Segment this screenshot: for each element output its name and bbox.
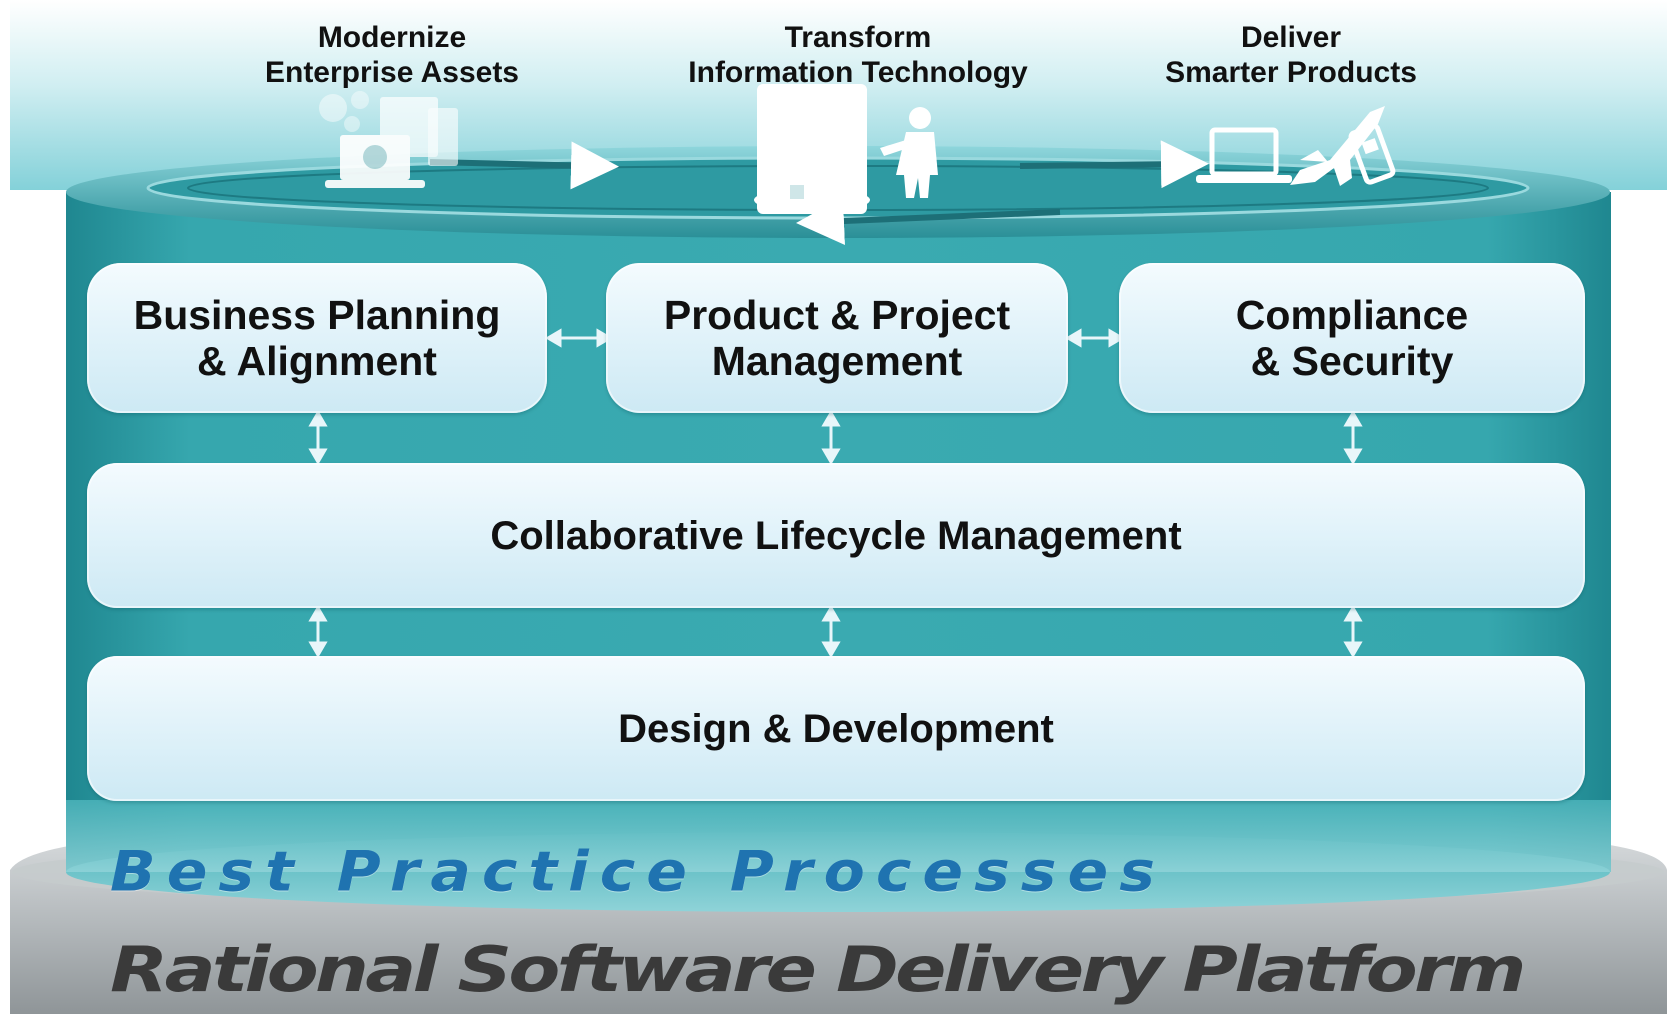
compliance-security-line1: Compliance: [1235, 292, 1469, 338]
platform-label: Rational Software Delivery Platform: [110, 933, 1526, 1006]
goal-modernize-line2: Enterprise Assets: [264, 56, 519, 89]
goal-modernize-line1: Modernize: [317, 21, 467, 54]
rim-flow-arrow-3: [796, 197, 1061, 245]
business-planning-line2: & Alignment: [197, 338, 437, 384]
clm-box: Collaborative Lifecycle Management: [87, 463, 1585, 608]
compliance-security-box: Compliance & Security: [1119, 263, 1585, 413]
goal-deliver-line1: Deliver: [1240, 21, 1342, 54]
product-project-line1: Product & Project: [663, 292, 1011, 338]
business-planning-line1: Business Planning: [133, 292, 501, 338]
goal-deliver-line2: Smarter Products: [1165, 56, 1417, 89]
goal-modernize: Modernize Enterprise Assets: [172, 20, 612, 90]
design-development-box: Design & Development: [87, 656, 1585, 801]
design-development-label: Design & Development: [618, 706, 1054, 751]
goal-transform-line1: Transform: [784, 21, 932, 54]
goal-transform-line2: Information Technology: [688, 56, 1028, 89]
devices-icon: [319, 91, 458, 188]
rim-flow-arrow-2: [1019, 140, 1209, 189]
products-icon: [1196, 106, 1396, 186]
goal-deliver: Deliver Smarter Products: [1071, 20, 1511, 90]
compliance-security-line2: & Security: [1250, 338, 1454, 384]
clm-label: Collaborative Lifecycle Management: [490, 513, 1182, 558]
goal-transform: Transform Information Technology: [638, 20, 1078, 90]
product-project-line2: Management: [711, 338, 963, 384]
best-practice-label: Best Practice Processes: [110, 840, 1166, 905]
cylinder-body-lower: [66, 800, 1611, 872]
business-planning-box: Business Planning & Alignment: [87, 263, 547, 413]
product-project-box: Product & Project Management: [606, 263, 1068, 413]
people-server-icon: [754, 84, 938, 214]
connector-arrows: [308, 328, 1363, 658]
